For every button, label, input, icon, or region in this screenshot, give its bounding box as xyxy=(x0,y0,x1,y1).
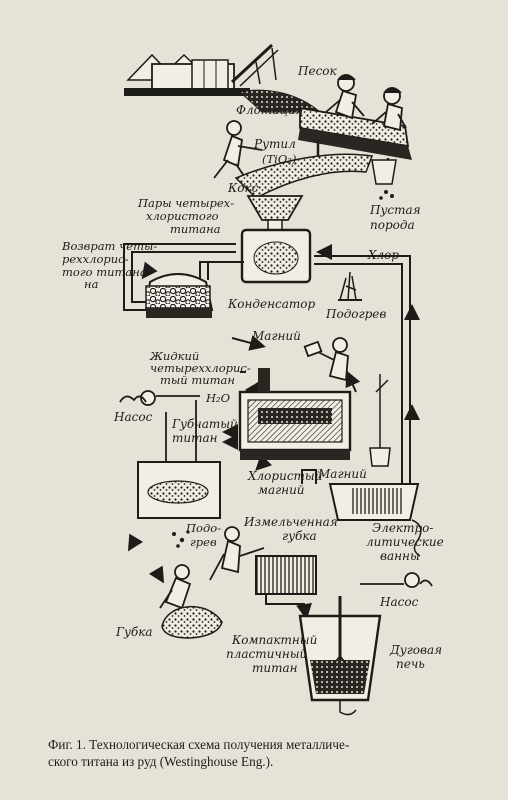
label-heating-2a: Подо- xyxy=(185,521,221,535)
label-liquid-ticl4-3: тый титан xyxy=(160,373,235,387)
press xyxy=(255,555,317,616)
figure-caption: Фиг. 1. Технологическая схема получения … xyxy=(48,736,478,770)
electrolytic-bath xyxy=(328,483,422,557)
rutile-chute xyxy=(234,153,374,199)
label-return-1: Возврат четы- xyxy=(61,239,157,253)
label-tio2: (TiO₂) xyxy=(262,152,296,166)
reduction-reactor xyxy=(238,368,352,460)
waste-rock-chute xyxy=(371,159,397,200)
chlorine-heater xyxy=(338,271,362,301)
label-crushed-sponge-1: Измельченная xyxy=(243,515,338,529)
label-sponge-titanium-1: Губчатый xyxy=(171,417,238,431)
label-electrolytic-3: ванны xyxy=(380,549,420,563)
label-compact-titanium-3: титан xyxy=(252,661,298,675)
flotation-table xyxy=(298,106,412,182)
label-waste-rock-1: Пустая xyxy=(369,203,421,217)
pump-left xyxy=(119,390,200,406)
label-heating-2b: грев xyxy=(190,535,217,549)
worker-sponge xyxy=(159,564,192,610)
sponge-pile xyxy=(161,606,223,639)
label-arc-furnace-1: Дуговая xyxy=(389,643,442,657)
label-electrolytic-2: литические xyxy=(366,535,444,549)
label-compact-titanium-2: пластичный xyxy=(226,647,307,661)
conveyor xyxy=(230,43,279,87)
chlorinator xyxy=(240,228,312,284)
label-waste-rock-2: порода xyxy=(370,218,415,232)
caption-line-1: Фиг. 1. Технологическая схема получения … xyxy=(48,737,350,752)
label-coke: Кокс xyxy=(227,181,259,195)
label-magnesium-bottom: Магний xyxy=(317,467,367,481)
label-flotation: Флотация xyxy=(236,103,303,117)
condenser xyxy=(144,273,214,318)
label-electrolytic-1: Электро- xyxy=(372,521,433,535)
label-ticl4-vapor-3: титана xyxy=(170,222,221,236)
label-sponge: Губка xyxy=(115,625,153,639)
worker-magnesium xyxy=(303,337,349,382)
label-mgcl2-2: магний xyxy=(258,483,305,497)
label-compact-titanium-1: Компактный xyxy=(231,633,317,647)
label-crushed-sponge-2: губка xyxy=(282,529,317,543)
label-pump-left: Насос xyxy=(113,410,153,424)
label-rutile: Рутил xyxy=(253,137,296,151)
label-return-3: того титана xyxy=(62,265,147,279)
label-liquid-ticl4-1: Жидкий xyxy=(149,349,199,363)
label-chlorine: Хлор xyxy=(367,248,399,262)
caption-line-2: ского титана из руд (Westinghouse Eng.). xyxy=(48,754,274,769)
worker-flotation-1 xyxy=(325,74,365,120)
label-magnesium-top: Магний xyxy=(251,329,301,343)
label-liquid-ticl4-2: четыреххлорис- xyxy=(150,361,251,375)
worker-rutile xyxy=(213,120,263,183)
label-ticl4-vapor-1: Пары четырех- xyxy=(137,196,234,210)
label-mgcl2-1: Хлористый xyxy=(247,469,322,483)
arc-furnace xyxy=(298,596,382,716)
label-pump-right: Насос xyxy=(379,595,419,609)
label-return-4: на xyxy=(84,277,99,291)
factory-building xyxy=(124,53,250,96)
worker-crusher xyxy=(209,526,265,581)
heating-bottom xyxy=(172,530,190,548)
label-h2o: H₂O xyxy=(205,391,231,405)
label-condenser: Конденсатор xyxy=(227,297,316,311)
feed-hopper xyxy=(246,195,304,233)
label-return-2: реххлорис- xyxy=(62,252,129,266)
sponge-container xyxy=(137,400,221,519)
label-heating: Подогрев xyxy=(325,307,386,321)
worker-flotation-2 xyxy=(371,87,407,132)
label-sponge-titanium-2: титан xyxy=(172,431,218,445)
label-sand: Песок xyxy=(297,64,338,78)
label-ticl4-vapor-2: хлористого xyxy=(146,209,219,223)
hook xyxy=(369,374,391,467)
pump-right xyxy=(360,572,433,588)
label-arc-furnace-2: печь xyxy=(396,657,425,671)
